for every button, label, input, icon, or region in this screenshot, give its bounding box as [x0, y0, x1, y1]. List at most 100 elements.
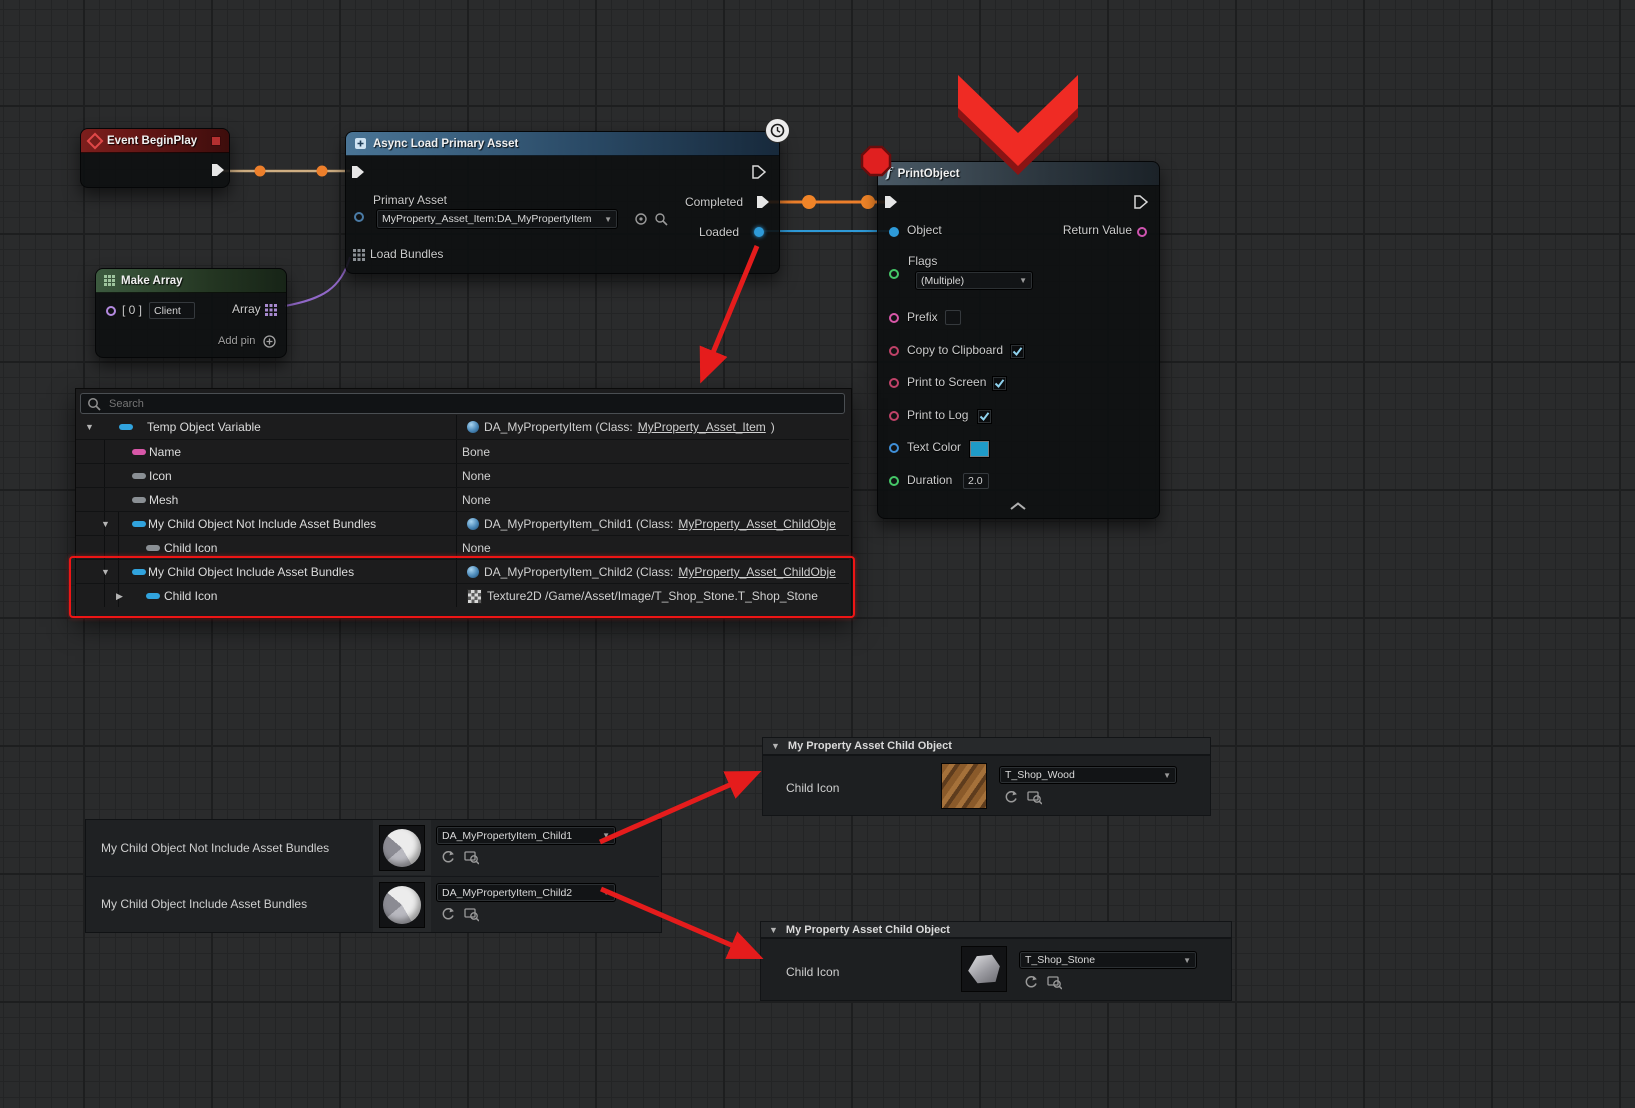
asset-dropdown-child1[interactable]: DA_MyPropertyItem_Child1 ▼ — [436, 826, 616, 845]
caret-down-icon[interactable]: ▼ — [101, 567, 110, 577]
use-selected-icon[interactable] — [634, 212, 649, 227]
duration-input[interactable] — [963, 473, 989, 489]
node-header[interactable]: Async Load Primary Asset — [346, 132, 779, 156]
completed-label: Completed — [684, 195, 743, 209]
object-pin[interactable] — [889, 227, 899, 237]
array-element-pin[interactable] — [106, 306, 116, 316]
return-value-label: Return Value — [1062, 223, 1132, 237]
class-link[interactable]: MyProperty_Asset_ChildObje — [678, 565, 836, 579]
watch-row-icon[interactable]: Icon None — [76, 463, 849, 488]
text-color-pin[interactable] — [889, 443, 899, 453]
texture-dropdown-wood[interactable]: T_Shop_Wood ▼ — [999, 766, 1177, 784]
object-pin-pill — [132, 497, 146, 503]
print-to-log-checkbox[interactable] — [977, 409, 992, 424]
make-array-icon — [104, 275, 115, 286]
flags-dropdown[interactable]: (Multiple) ▼ — [915, 271, 1033, 290]
exec-in-pin[interactable] — [351, 165, 365, 179]
duration-pin[interactable] — [889, 476, 899, 486]
node-header[interactable]: Make Array — [96, 269, 286, 293]
property-label: My Child Object Include Asset Bundles — [101, 897, 308, 911]
asset-dropdown-child2[interactable]: DA_MyPropertyItem_Child2 ▼ — [436, 883, 616, 902]
array-grid-icon[interactable] — [353, 249, 365, 261]
use-asset-icon[interactable] — [441, 907, 456, 922]
caret-down-icon[interactable]: ▼ — [85, 422, 94, 432]
search-input[interactable] — [107, 396, 811, 411]
exec-out-pin[interactable] — [752, 165, 766, 179]
stone-texture-thumbnail[interactable] — [961, 946, 1007, 992]
class-link[interactable]: MyProperty_Asset_ChildObje — [678, 517, 836, 531]
array-element-input[interactable] — [149, 302, 195, 319]
completed-exec-pin[interactable] — [756, 195, 770, 209]
data-asset-thumbnail[interactable] — [379, 882, 425, 928]
prefix-input[interactable] — [945, 310, 961, 325]
node-header[interactable]: Event BeginPlay — [81, 129, 229, 153]
watch-row-name[interactable]: Name Bone — [76, 439, 849, 464]
return-value-pin[interactable] — [1137, 227, 1147, 237]
data-asset-thumbnail[interactable] — [379, 825, 425, 871]
watch-row-child-icon-2[interactable]: ▶ Child Icon Texture2D /Game/Asset/Image… — [76, 583, 849, 608]
watch-row-mesh[interactable]: Mesh None — [76, 487, 849, 512]
browse-magnifier-icon[interactable] — [654, 212, 669, 227]
browse-to-asset-icon[interactable] — [464, 850, 479, 865]
watch-row-temp-object-variable[interactable]: ▼ Temp Object Variable DA_MyPropertyItem… — [76, 415, 849, 439]
print-to-screen-pin[interactable] — [889, 378, 899, 388]
print-to-screen-label: Print to Screen — [907, 375, 987, 389]
event-diamond-icon — [86, 132, 104, 149]
child-object-header-stone[interactable]: ▼ My Property Asset Child Object — [760, 921, 1232, 938]
row-label: Mesh — [149, 493, 179, 507]
caret-down-icon[interactable]: ▼ — [769, 924, 778, 935]
node-make-array[interactable]: Make Array [ 0 ] Array Add pin — [95, 268, 287, 358]
exec-out-pin[interactable] — [211, 163, 225, 177]
node-title: PrintObject — [897, 167, 960, 180]
add-pin-plus-icon[interactable] — [263, 335, 276, 348]
class-link[interactable]: MyProperty_Asset_Item — [637, 420, 766, 434]
copy-to-clipboard-checkbox[interactable] — [1010, 344, 1025, 359]
browse-to-asset-icon[interactable] — [464, 907, 479, 922]
add-pin-label[interactable]: Add pin — [218, 335, 256, 347]
texture-value: T_Shop_Stone — [1025, 954, 1096, 966]
exec-in-pin[interactable] — [884, 195, 898, 209]
node-print-object[interactable]: f PrintObject Object Return Value Flags … — [877, 161, 1160, 519]
caret-down-icon[interactable]: ▼ — [101, 519, 110, 529]
node-header[interactable]: f PrintObject — [878, 162, 1159, 186]
chevron-down-icon: ▼ — [604, 214, 612, 224]
collapse-chevron-icon[interactable] — [1010, 502, 1026, 511]
node-async-load-primary-asset[interactable]: Async Load Primary Asset Primary Asset M… — [345, 131, 780, 274]
child-object-header-wood[interactable]: ▼ My Property Asset Child Object — [762, 737, 1211, 755]
node-event-beginplay[interactable]: Event BeginPlay — [80, 128, 230, 188]
watch-row-child-icon-1[interactable]: Child Icon None — [76, 535, 849, 560]
chevron-down-icon: ▼ — [1163, 770, 1171, 780]
use-asset-icon[interactable] — [441, 850, 456, 865]
watch-row-child-include[interactable]: ▼ My Child Object Include Asset Bundles … — [76, 559, 849, 584]
property-row-include[interactable]: My Child Object Include Asset Bundles DA… — [86, 876, 659, 932]
child-object-body-wood: Child Icon T_Shop_Wood ▼ — [762, 755, 1211, 816]
primary-asset-dropdown[interactable]: MyProperty_Asset_Item:DA_MyPropertyItem … — [376, 209, 618, 229]
print-to-screen-checkbox[interactable] — [992, 376, 1007, 391]
use-asset-icon[interactable] — [1004, 790, 1019, 805]
caret-down-icon[interactable]: ▼ — [771, 741, 780, 751]
prefix-pin[interactable] — [889, 313, 899, 323]
text-color-swatch[interactable] — [970, 441, 989, 457]
copy-to-clipboard-pin[interactable] — [889, 346, 899, 356]
browse-to-asset-icon[interactable] — [1027, 790, 1042, 805]
wood-texture-thumbnail[interactable] — [941, 763, 987, 809]
property-row-not-include[interactable]: My Child Object Not Include Asset Bundle… — [86, 820, 659, 875]
texture-dropdown-stone[interactable]: T_Shop_Stone ▼ — [1019, 951, 1197, 969]
array-grid-icon[interactable] — [265, 304, 277, 316]
text-color-label: Text Color — [907, 440, 962, 454]
use-asset-icon[interactable] — [1024, 975, 1039, 990]
row-value: None — [462, 541, 491, 555]
print-to-log-pin[interactable] — [889, 411, 899, 421]
search-box[interactable] — [80, 393, 845, 414]
watch-row-child-not-include[interactable]: ▼ My Child Object Not Include Asset Bund… — [76, 511, 849, 536]
object-label: Object — [907, 223, 942, 237]
primary-asset-pin[interactable] — [354, 212, 364, 222]
caret-right-icon[interactable]: ▶ — [116, 591, 123, 601]
watch-panel[interactable]: ▼ Temp Object Variable DA_MyPropertyItem… — [75, 388, 852, 617]
exec-out-pin[interactable] — [1134, 195, 1148, 209]
row-label: My Child Object Include Asset Bundles — [148, 565, 355, 579]
loaded-pin[interactable] — [754, 227, 764, 237]
browse-to-asset-icon[interactable] — [1047, 975, 1062, 990]
flags-pin[interactable] — [889, 269, 899, 279]
